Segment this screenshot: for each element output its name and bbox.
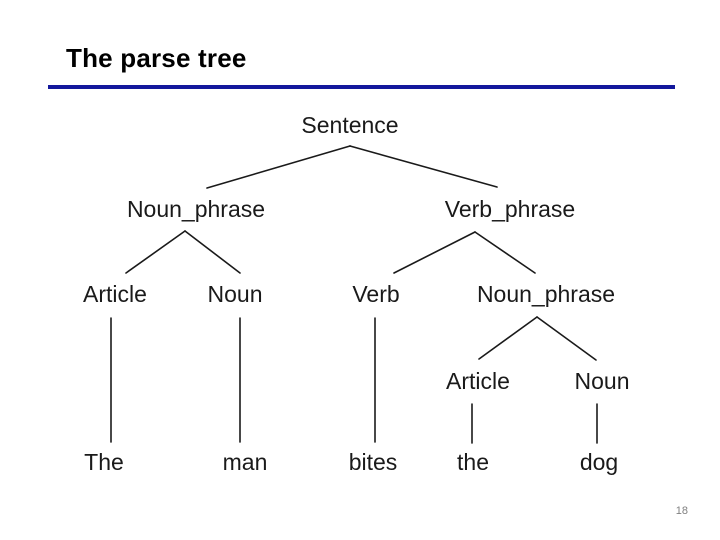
tree-edge-vp-to-np2 [474,231,536,274]
tree-node-sentence[interactable]: Sentence [301,112,399,138]
tree-edge-vp-to-verb [393,231,476,274]
tree-leaf-the-1[interactable]: The [84,449,124,475]
tree-edge-np1-to-noun1 [184,230,241,274]
tree-node-verb-phrase[interactable]: Verb_phrase [444,196,576,222]
tree-node-article-2[interactable]: Article [446,368,510,394]
tree-node-verb[interactable]: Verb [352,281,400,307]
tree-edge-sentence-to-np1 [206,145,351,189]
tree-node-noun-2[interactable]: Noun [574,368,630,394]
tree-node-noun-1[interactable]: Noun [207,281,263,307]
tree-leaf-dog[interactable]: dog [579,449,619,475]
page-title: The parse tree [66,43,247,73]
title-underline-rule [48,85,675,89]
tree-edge-np1-to-art1 [125,230,186,274]
page-number: 18 [675,505,688,517]
tree-node-article-1[interactable]: Article [83,281,147,307]
tree-leaf-the-2[interactable]: the [457,449,489,475]
tree-leaf-man[interactable]: man [222,449,268,475]
tree-node-noun-phrase-2[interactable]: Noun_phrase [476,281,616,307]
tree-edge-np2-to-noun2 [536,316,597,361]
tree-edge-np2-to-art2 [478,316,538,360]
tree-edge-sentence-to-vp [349,145,498,188]
tree-node-noun-phrase-1[interactable]: Noun_phrase [126,196,266,222]
tree-leaf-bites[interactable]: bites [348,449,398,475]
